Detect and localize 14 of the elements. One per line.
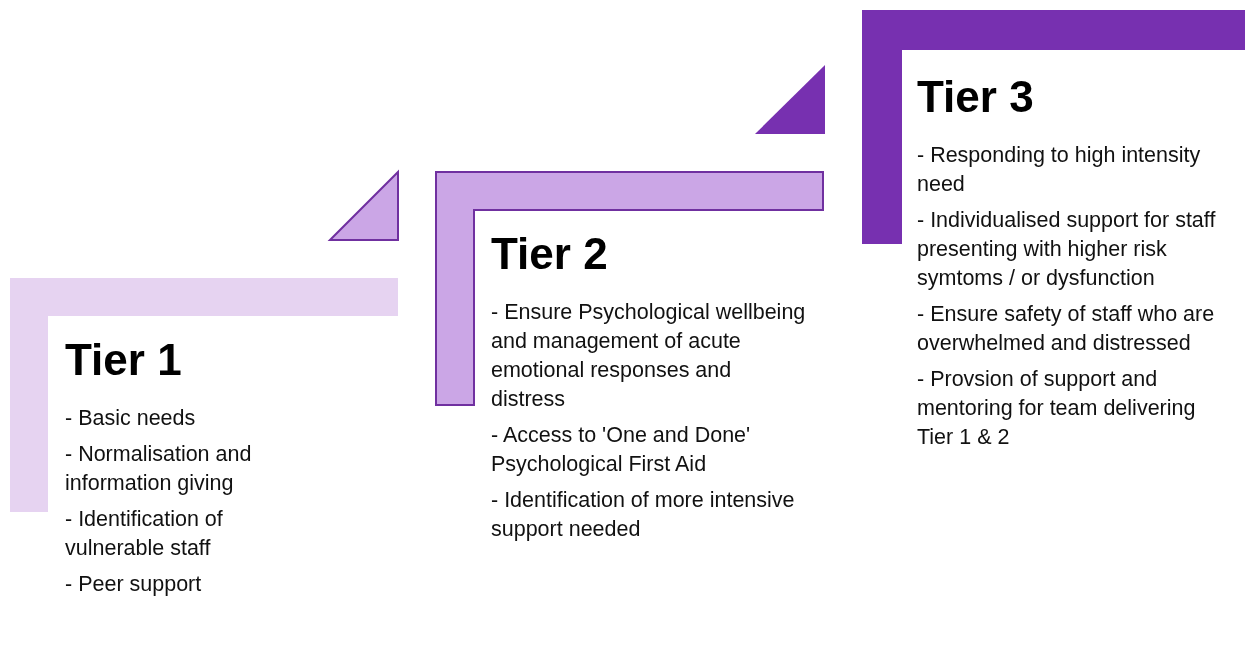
bullet-text: - Ensure safety of staff who are overwhelmed and distressed — [917, 301, 1216, 357]
bullet-text: - Provsion of support and mentoring for team delivering Tier 1 & 2 — [917, 366, 1197, 451]
tier-heading: Tier 1 — [65, 335, 182, 385]
tier-heading: Tier 3 — [917, 72, 1034, 122]
bullet-text: - Identification of more intensive support needed — [491, 487, 796, 543]
bullet-text: - Access to 'One and Done' Psychological First Aid — [491, 422, 752, 478]
bullet-text: - Peer support — [65, 571, 203, 598]
tier-heading: Tier 2 — [491, 229, 608, 279]
bullet-text: - Normalisation and information giving — [65, 441, 253, 497]
bullet-text: - Identification of vulnerable staff — [65, 506, 224, 562]
bullet-text: - Ensure Psychological wellbeing and management of acute emotional responses and distress — [491, 299, 807, 413]
bullet-text: - Responding to high intensity need — [917, 142, 1202, 198]
bullet-text: - Basic needs — [65, 405, 197, 432]
bullet-text: - Individualised support for staff presenting with higher risk symtoms / or dysfunction — [917, 207, 1217, 292]
